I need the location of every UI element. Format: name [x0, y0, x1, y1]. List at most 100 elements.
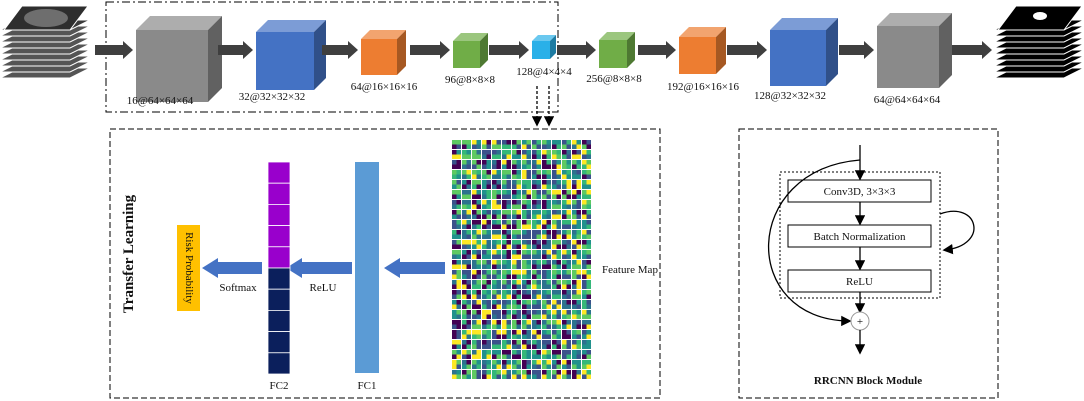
tile-pixel — [516, 230, 521, 235]
tile-pixel — [526, 224, 531, 229]
tile-pixel — [572, 354, 577, 359]
feature-tile — [542, 190, 551, 199]
feature-tile — [492, 240, 501, 249]
tile-pixel — [522, 210, 527, 215]
tile-pixel — [562, 250, 567, 255]
feature-tile — [562, 230, 571, 239]
tile-pixel — [556, 324, 561, 329]
tile-pixel — [506, 230, 511, 235]
tile-pixel — [506, 370, 511, 375]
flow-arrow — [952, 41, 992, 59]
feature-tile — [572, 150, 581, 159]
tile-pixel — [482, 250, 487, 255]
feature-tile — [492, 310, 501, 319]
tile-pixel — [492, 164, 497, 169]
feature-tile — [482, 340, 491, 349]
tile-pixel — [572, 264, 577, 269]
feature-tile — [472, 370, 481, 379]
feature-tile — [582, 290, 591, 299]
tile-pixel — [482, 170, 487, 175]
tile-pixel — [542, 190, 547, 195]
feature-tile — [512, 340, 521, 349]
tile-pixel — [476, 340, 481, 345]
tile-pixel — [496, 194, 501, 199]
tile-pixel — [486, 350, 491, 355]
tile-pixel — [586, 144, 591, 149]
tile-pixel — [522, 180, 527, 185]
tile-pixel — [472, 364, 477, 369]
tile-pixel — [572, 374, 577, 379]
tile-pixel — [556, 240, 561, 245]
tile-pixel — [532, 260, 537, 265]
transfer-panel — [109, 128, 661, 399]
tile-pixel — [552, 354, 557, 359]
tile-pixel — [462, 164, 467, 169]
tile-pixel — [552, 300, 557, 305]
tile-pixel — [586, 304, 591, 309]
tile-pixel — [566, 284, 571, 289]
tile-pixel — [542, 304, 547, 309]
tile-pixel — [506, 350, 511, 355]
feature-tile — [522, 170, 531, 179]
tile-pixel — [496, 234, 501, 239]
tile-pixel — [492, 154, 497, 159]
tile-pixel — [586, 320, 591, 325]
feature-tile — [452, 320, 461, 329]
tile-pixel — [552, 230, 557, 235]
feature-tile — [542, 320, 551, 329]
tile-pixel — [532, 164, 537, 169]
tile-pixel — [482, 354, 487, 359]
tile-pixel — [482, 184, 487, 189]
feature-tile — [532, 290, 541, 299]
tile-pixel — [532, 290, 537, 295]
tile-pixel — [502, 374, 507, 379]
feature-tile — [582, 330, 591, 339]
tile-pixel — [472, 284, 477, 289]
tile-pixel — [496, 314, 501, 319]
tile-pixel — [486, 194, 491, 199]
tile-pixel — [556, 144, 561, 149]
tile-pixel — [472, 370, 477, 375]
tile-pixel — [572, 344, 577, 349]
tile-pixel — [552, 304, 557, 309]
tile-pixel — [516, 354, 521, 359]
tile-pixel — [542, 254, 547, 259]
fc2-unit — [267, 182, 291, 205]
tile-pixel — [476, 310, 481, 315]
feature-tile — [542, 360, 551, 369]
tile-pixel — [556, 350, 561, 355]
feature-tile — [572, 280, 581, 289]
tile-pixel — [546, 164, 551, 169]
feature-tile — [492, 220, 501, 229]
tile-pixel — [506, 364, 511, 369]
tile-pixel — [516, 330, 521, 335]
tile-pixel — [522, 244, 527, 249]
tile-pixel — [456, 234, 461, 239]
feature-tile — [532, 270, 541, 279]
tile-pixel — [452, 274, 457, 279]
feature-tile — [582, 320, 591, 329]
tile-pixel — [526, 200, 531, 205]
fc2-unit — [267, 203, 291, 226]
tile-pixel — [516, 310, 521, 315]
tile-pixel — [546, 340, 551, 345]
tile-pixel — [476, 260, 481, 265]
tile-pixel — [532, 274, 537, 279]
tile-pixel — [542, 370, 547, 375]
feature-tile — [492, 150, 501, 159]
tile-pixel — [472, 154, 477, 159]
tile-pixel — [576, 270, 581, 275]
tile-pixel — [582, 154, 587, 159]
tile-pixel — [552, 214, 557, 219]
tile-pixel — [516, 250, 521, 255]
tile-pixel — [492, 190, 497, 195]
tile-pixel — [472, 264, 477, 269]
feature-tile — [502, 340, 511, 349]
tile-pixel — [526, 300, 531, 305]
tile-pixel — [506, 310, 511, 315]
tile-pixel — [452, 244, 457, 249]
tile-pixel — [576, 324, 581, 329]
tile-pixel — [492, 374, 497, 379]
tile-pixel — [486, 344, 491, 349]
feature-tile — [482, 280, 491, 289]
